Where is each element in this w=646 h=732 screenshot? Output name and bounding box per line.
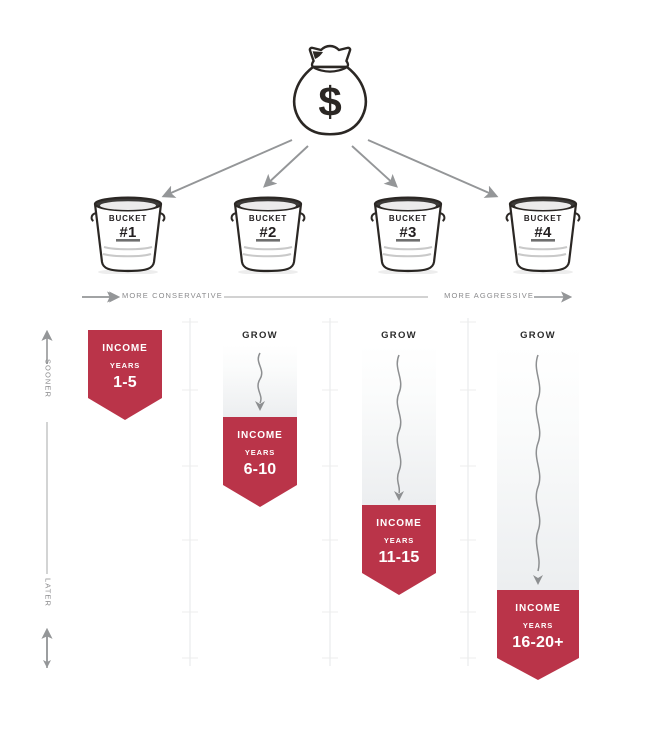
income-banner-4-range: 16-20+ [512,634,564,651]
income-banner-1-range: 1-5 [113,374,137,391]
column-bucket-2: GROW INCOME YEARS 6-10 [223,330,297,520]
income-banner-3-range: 11-15 [378,549,420,566]
income-banner-2: INCOME YEARS 6-10 [223,417,297,507]
income-banner-3: INCOME YEARS 11-15 [362,505,436,595]
income-banner-2-range: 6-10 [243,461,277,478]
grow-label-3: GROW [381,330,417,341]
income-banner-2-years-label: YEARS [244,448,276,457]
time-axis-sooner-label: SOONER [43,358,53,399]
risk-scale-aggressive-label: MORE AGGRESSIVE [444,291,534,300]
income-banner-4: INCOME YEARS 16-20+ [497,590,579,680]
income-banner-1: INCOME YEARS 1-5 [88,330,162,420]
time-axis-later-label: LATER [43,577,53,608]
bucket-1-number: #1 [119,224,137,241]
time-axis: SOONER LATER [34,330,60,670]
income-banner-1-years-label: YEARS [109,361,141,370]
income-banner-4-point [497,658,579,680]
income-banner-1-point [88,398,162,420]
risk-scale: MORE CONSERVATIVE MORE AGGRESSIVE [78,289,574,305]
bucket-1: BUCKET #1 [80,192,176,274]
income-banner-4-years-label: YEARS [522,621,554,630]
bucket-4-number: #4 [534,224,552,241]
bucket-2: BUCKET #2 [220,192,316,274]
column-bucket-1: INCOME YEARS 1-5 [88,330,162,440]
grow-label-2: GROW [242,330,278,341]
income-banner-2-point [223,485,297,507]
income-banner-3-point [362,573,436,595]
income-banner-3-title: INCOME [376,518,422,529]
grow-bar-2 [223,345,297,417]
bucket-1-label: BUCKET [108,214,148,223]
bucket-3-label: BUCKET [388,214,428,223]
bucket-4: BUCKET #4 [495,192,591,274]
column-bucket-3: GROW INCOME YEARS 11-15 [362,330,436,610]
bucket-4-label: BUCKET [523,214,563,223]
column-bucket-4: GROW INCOME YEARS 16-20+ [497,330,579,680]
bucket-3: BUCKET #3 [360,192,456,274]
income-banner-2-title: INCOME [237,430,283,441]
grow-bar-4 [497,345,579,590]
bucket-2-label: BUCKET [248,214,288,223]
income-banner-3-years-label: YEARS [383,536,415,545]
grow-label-4: GROW [520,330,556,341]
money-bag-icon: $ [291,44,369,144]
svg-text:$: $ [318,78,341,125]
income-banner-1-title: INCOME [102,343,148,354]
bucket-2-number: #2 [259,224,277,241]
income-banner-4-title: INCOME [515,603,561,614]
bucket-3-number: #3 [399,224,417,241]
risk-scale-conservative-label: MORE CONSERVATIVE [122,291,223,300]
grow-bar-3 [362,345,436,505]
